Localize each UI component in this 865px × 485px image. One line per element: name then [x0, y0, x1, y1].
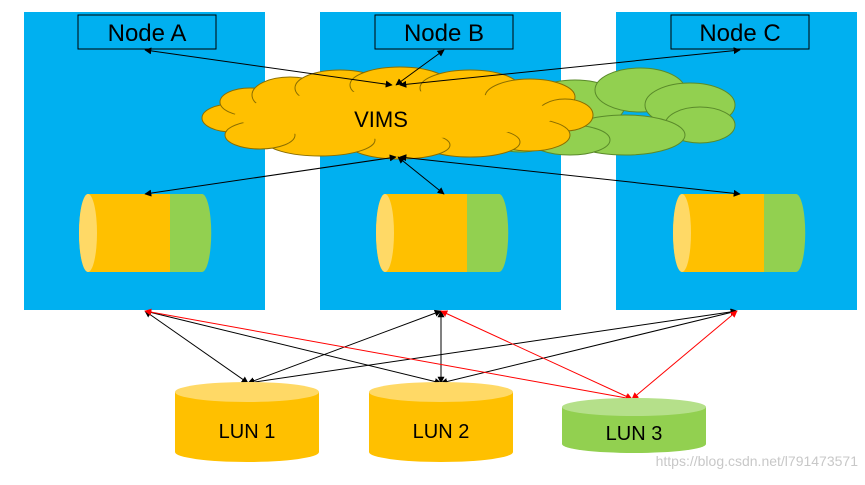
vims-to-nodes-arrows [144, 47, 741, 88]
node-a-title: Node A [108, 20, 187, 47]
lun-1-label: LUN 1 [219, 421, 276, 443]
vims-label: VIMS [354, 107, 408, 132]
node-to-lun3-arrows [144, 308, 738, 402]
lun-3-cylinder [562, 398, 706, 453]
node-c-title: Node C [699, 20, 780, 47]
watermark-text: https://blog.csdn.net/l791473571 [656, 453, 859, 469]
lun-2-label: LUN 2 [413, 421, 470, 443]
node-b-title: Node B [404, 20, 484, 47]
node-a-volume [79, 194, 212, 272]
lun-2-cylinder [369, 382, 513, 462]
lun-1-cylinder [175, 382, 319, 462]
node-to-lun-arrows [144, 308, 738, 386]
node-c-volume [673, 194, 806, 272]
node-b-volume [376, 194, 509, 272]
lun-3-label: LUN 3 [606, 423, 663, 445]
vims-to-volumes-arrows [144, 154, 741, 197]
